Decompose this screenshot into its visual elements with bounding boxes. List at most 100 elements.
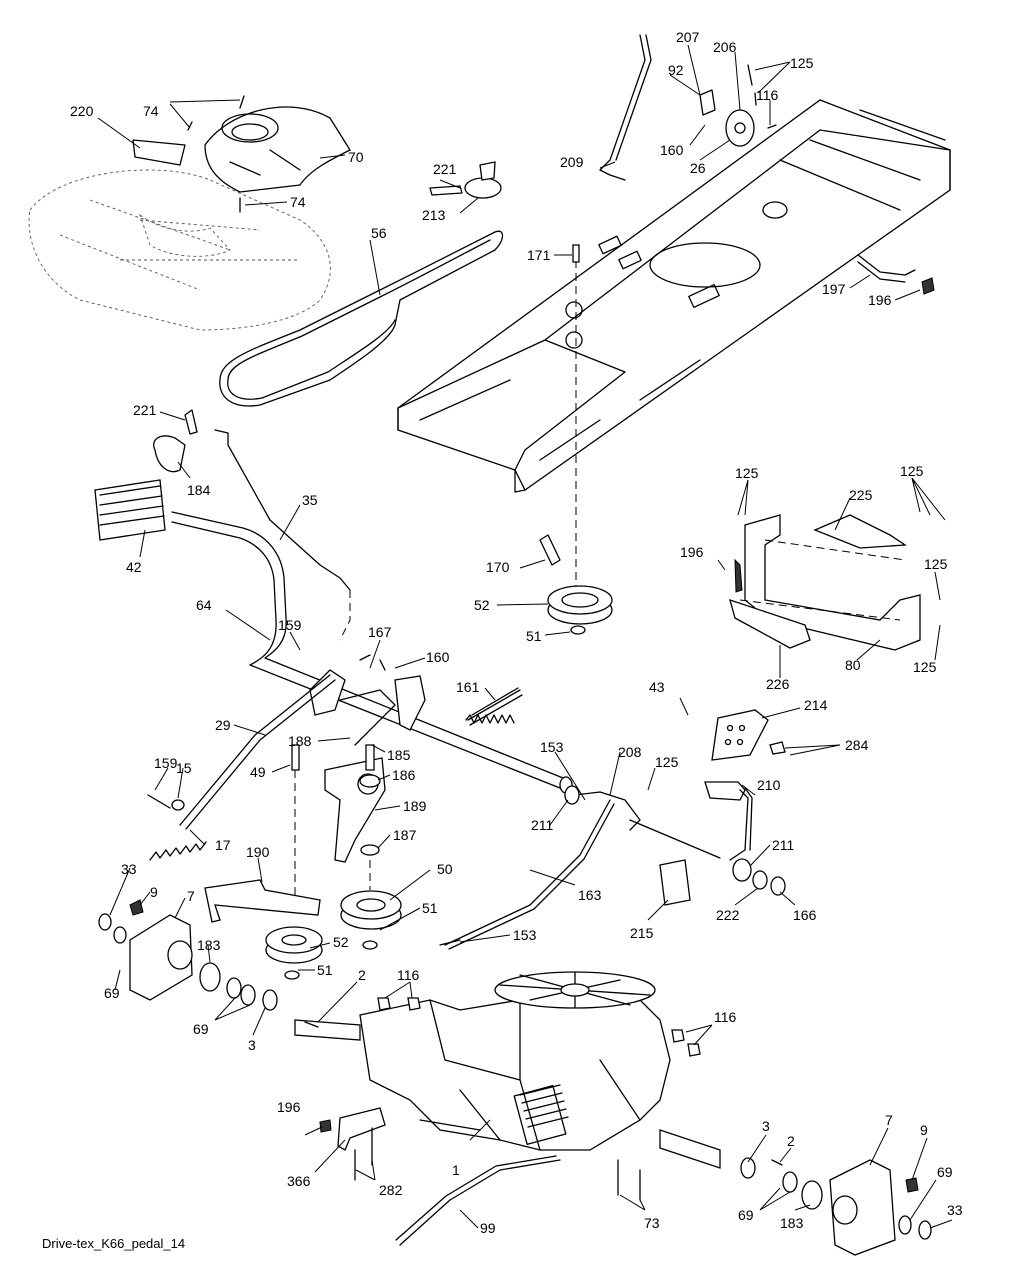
callout-185: 185 bbox=[387, 747, 411, 763]
callout-29: 29 bbox=[215, 717, 231, 733]
pedal-shaft-64 bbox=[94, 479, 573, 794]
diagram-caption: Drive-tex_K66_pedal_14 bbox=[42, 1236, 185, 1251]
callout-52: 52 bbox=[474, 597, 490, 613]
rod-35 bbox=[214, 429, 351, 591]
callout-116: 116 bbox=[714, 1009, 737, 1025]
callout-211: 211 bbox=[531, 817, 554, 833]
callout-207: 207 bbox=[676, 29, 700, 45]
callout-171: 171 bbox=[527, 247, 551, 263]
pedal-arm-210 bbox=[629, 781, 753, 861]
callout-196: 196 bbox=[277, 1099, 301, 1115]
callout-26: 26 bbox=[690, 160, 706, 176]
callout-35: 35 bbox=[302, 492, 318, 508]
rod-153 bbox=[439, 939, 461, 946]
callout-221: 221 bbox=[433, 161, 457, 177]
washer-166 bbox=[770, 876, 786, 896]
key-2-left bbox=[304, 1021, 319, 1028]
callout-80: 80 bbox=[845, 657, 861, 673]
bolt-171 bbox=[572, 244, 580, 263]
right-spacers bbox=[740, 1157, 932, 1240]
spring-161 bbox=[467, 687, 523, 726]
bolt-185 bbox=[365, 744, 375, 771]
callout-56: 56 bbox=[371, 225, 387, 241]
callout-92: 92 bbox=[668, 62, 684, 78]
bolt-196 bbox=[921, 277, 935, 295]
washer-187 bbox=[360, 844, 380, 856]
callout-189: 189 bbox=[403, 798, 427, 814]
callout-42: 42 bbox=[126, 559, 142, 575]
bolts-282 bbox=[354, 1127, 373, 1181]
callout-159: 159 bbox=[278, 617, 302, 633]
callout-1: 1 bbox=[452, 1162, 460, 1178]
callout-170: 170 bbox=[486, 559, 510, 575]
callout-43: 43 bbox=[649, 679, 665, 695]
bolts-73 bbox=[617, 1159, 641, 1201]
callout-125: 125 bbox=[913, 659, 937, 675]
callout-69: 69 bbox=[193, 1021, 209, 1037]
callout-51: 51 bbox=[526, 628, 542, 644]
callout-159: 159 bbox=[154, 755, 178, 771]
callout-74: 74 bbox=[290, 194, 306, 210]
callout-73: 73 bbox=[644, 1215, 660, 1231]
callout-17: 17 bbox=[215, 837, 231, 853]
bracket-366 bbox=[337, 1107, 386, 1151]
clip-284 bbox=[769, 741, 786, 755]
callout-206: 206 bbox=[713, 39, 737, 55]
callout-51: 51 bbox=[422, 900, 438, 916]
callout-196: 196 bbox=[680, 544, 704, 560]
knob-184 bbox=[153, 435, 186, 473]
callout-153: 153 bbox=[540, 739, 564, 755]
spring-161-coil bbox=[465, 714, 515, 724]
pulley-50 bbox=[340, 890, 402, 950]
nut-116-c bbox=[671, 1029, 685, 1043]
callout-183: 183 bbox=[197, 937, 221, 953]
callout-125: 125 bbox=[735, 465, 759, 481]
bracket-225 bbox=[813, 514, 907, 549]
leader-lines bbox=[97, 44, 953, 1229]
callout-222: 222 bbox=[716, 907, 740, 923]
seat-pan-outline bbox=[28, 169, 331, 331]
washer-222 bbox=[752, 870, 768, 890]
shift-rod-209 bbox=[599, 34, 652, 181]
fender-70 bbox=[132, 95, 351, 213]
callout-125: 125 bbox=[924, 556, 948, 572]
key-2-right bbox=[771, 1159, 783, 1166]
callout-labels: 220 74 74 70 74 221 213 56 207 206 125 9… bbox=[70, 29, 963, 1236]
bracket-assembly-80 bbox=[729, 514, 921, 651]
decal-220 bbox=[132, 139, 186, 166]
callout-74: 74 bbox=[143, 103, 159, 119]
callout-284: 284 bbox=[845, 737, 869, 753]
callout-221: 221 bbox=[133, 402, 157, 418]
callout-167: 167 bbox=[368, 624, 392, 640]
callout-160: 160 bbox=[426, 649, 450, 665]
bolt-196b bbox=[319, 1119, 332, 1133]
bolt-49 bbox=[291, 744, 300, 771]
rod-163 bbox=[444, 799, 615, 950]
pad-215 bbox=[659, 859, 691, 906]
pulley-52-top bbox=[547, 585, 613, 635]
spring-17 bbox=[149, 841, 207, 861]
bracket-189 bbox=[291, 744, 386, 863]
bracket-226 bbox=[729, 598, 811, 649]
callout-186: 186 bbox=[392, 767, 416, 783]
callout-69: 69 bbox=[104, 985, 120, 1001]
callout-69: 69 bbox=[937, 1164, 953, 1180]
callout-50: 50 bbox=[437, 861, 453, 877]
callout-9: 9 bbox=[150, 884, 158, 900]
spring-170 bbox=[539, 534, 561, 566]
callout-190: 190 bbox=[246, 844, 270, 860]
nut-116-b bbox=[407, 997, 421, 1011]
callout-225: 225 bbox=[849, 487, 873, 503]
wheel-hub-7-right bbox=[829, 1159, 919, 1256]
linkage-cluster bbox=[309, 654, 426, 746]
callout-366: 366 bbox=[287, 1173, 311, 1189]
rod-29 bbox=[179, 674, 336, 830]
callout-153: 153 bbox=[513, 927, 537, 943]
callout-209: 209 bbox=[560, 154, 584, 170]
pin-159 bbox=[147, 794, 171, 809]
callout-3: 3 bbox=[248, 1037, 256, 1053]
nut-116-a bbox=[377, 997, 391, 1011]
callout-7: 7 bbox=[885, 1112, 893, 1128]
callout-33: 33 bbox=[947, 1202, 963, 1218]
